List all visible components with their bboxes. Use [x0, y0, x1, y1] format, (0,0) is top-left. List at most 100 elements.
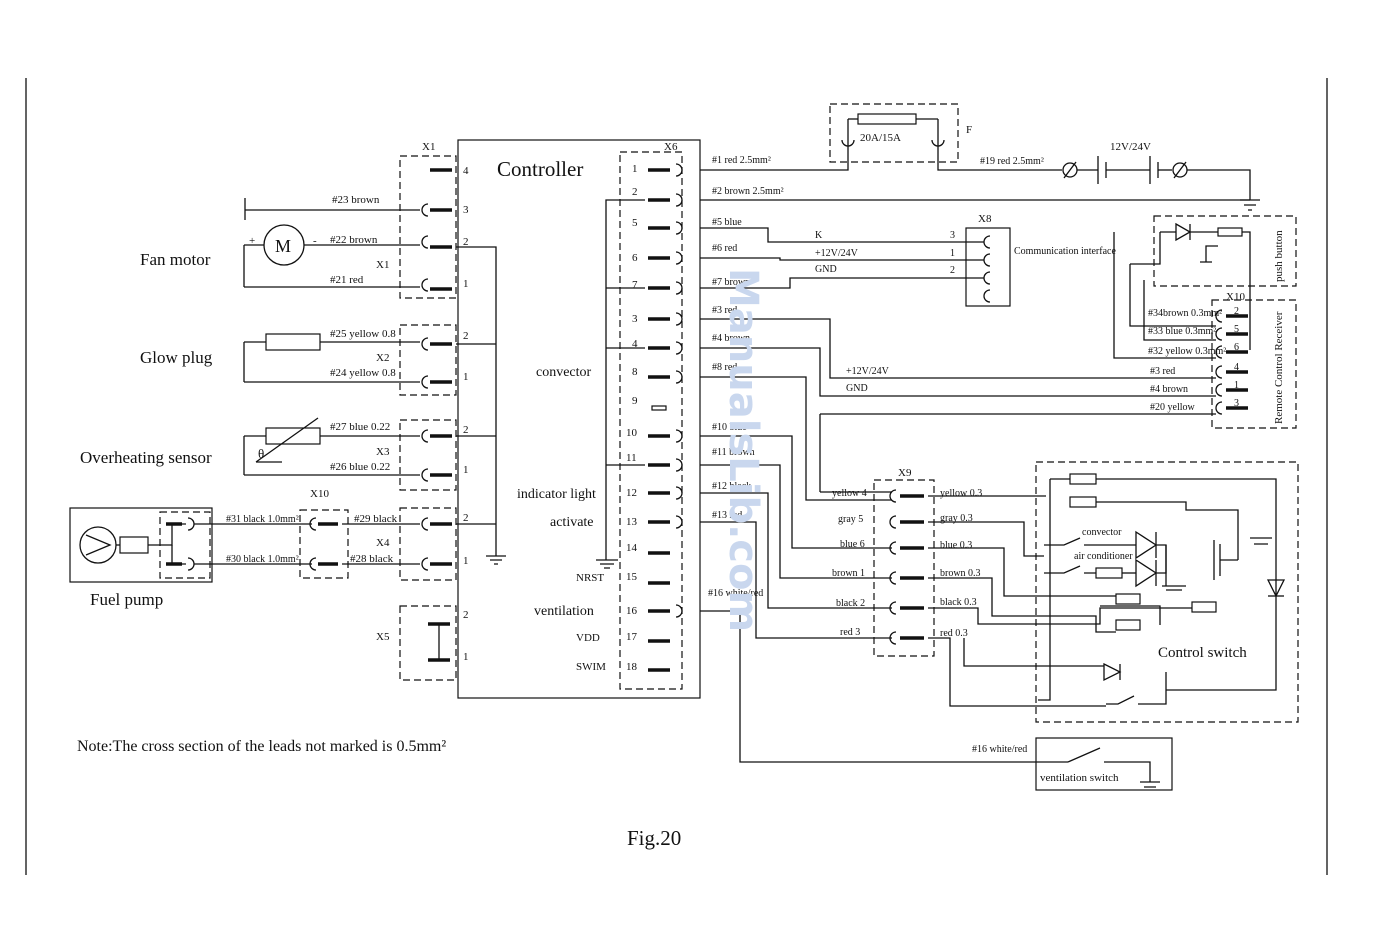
note-text: Note:The cross section of the leads not … [77, 738, 446, 755]
svg-text:+: + [249, 235, 255, 247]
pin-label: 2 [463, 512, 469, 524]
pin-row: 15 [626, 571, 670, 585]
wire-label: #7 brown [712, 277, 750, 288]
svg-text:13: 13 [626, 516, 638, 528]
svg-text:gray 0.3: gray 0.3 [940, 513, 973, 524]
pin-row: 2 [632, 186, 683, 207]
nrst-label: NRST [576, 572, 604, 584]
x1-label: X1 [422, 141, 435, 153]
pin-label: 2 [463, 236, 469, 248]
svg-text:5: 5 [1234, 324, 1239, 335]
pin-row: 9 [632, 395, 667, 411]
control-switch-title: Control switch [1158, 645, 1247, 661]
wire-label: #34brown 0.3mm² [1148, 308, 1222, 319]
internal-wire [605, 199, 645, 560]
svg-text:15: 15 [626, 571, 638, 583]
svg-text:red 0.3: red 0.3 [940, 628, 968, 639]
pin-row: 8 [632, 366, 683, 384]
pin-label: 1 [463, 278, 469, 290]
fuel-pump: Fuel pump X10 #31 black 1.0mm² #30 black… [69, 488, 420, 609]
fan-motor: #23 brown M + - #22 brown #21 red Fan mo… [140, 194, 420, 288]
pin-row: 3 [632, 312, 683, 326]
push-button-block: push button [1130, 215, 1297, 350]
ground-symbol [486, 555, 506, 565]
wire-label: #21 red [330, 274, 364, 286]
overheating-sensor: θ #27 blue 0.22 #26 blue 0.22 Overheatin… [80, 417, 420, 476]
receiver-title: Remote Control Receiver [1273, 311, 1285, 424]
pin-row: 18 [626, 661, 670, 673]
wire-label: +12V/24V [815, 248, 859, 259]
svg-text:2: 2 [632, 186, 638, 198]
svg-text:1: 1 [950, 248, 955, 259]
svg-text:red 3: red 3 [840, 627, 860, 638]
wire-20 [819, 413, 1216, 492]
f-label: F [966, 124, 972, 136]
wire-3 [700, 318, 1216, 379]
svg-text:12: 12 [626, 487, 637, 499]
wire-label: #6 red [712, 243, 737, 254]
indicator-light-label: indicator light [517, 487, 596, 502]
x8-label: X8 [978, 213, 992, 225]
overheating-sensor-label: Overheating sensor [80, 448, 212, 467]
wire-label: #22 brown [330, 234, 378, 246]
svg-text:14: 14 [626, 542, 638, 554]
motor-symbol: M [275, 236, 291, 256]
pin-row: 10 [626, 427, 683, 443]
wire-label: #10 blue [712, 422, 747, 433]
wire-label: #32 yellow 0.3mm² [1148, 346, 1226, 357]
pin-label: 1 [463, 371, 469, 383]
swim-label: SWIM [576, 661, 606, 673]
fuel-pump-label: Fuel pump [90, 590, 163, 609]
x6-label: X6 [664, 141, 678, 153]
svg-text:yellow 4: yellow 4 [832, 488, 867, 499]
svg-text:17: 17 [626, 631, 638, 643]
svg-text:6: 6 [1234, 342, 1239, 353]
watermark: ManualsLib.com [720, 268, 766, 632]
svg-text:5: 5 [632, 217, 638, 229]
theta-symbol: θ [258, 446, 264, 461]
svg-text:-: - [313, 235, 317, 247]
controller-pins: 1 2 5 6 7 3 4 8 [626, 163, 683, 673]
wire-label: #23 brown [332, 194, 380, 206]
svg-text:yellow 0.3: yellow 0.3 [940, 488, 982, 499]
pin-label: 3 [463, 204, 469, 216]
x10-right-label: X10 [1226, 291, 1245, 303]
svg-text:black 2: black 2 [836, 598, 865, 609]
wire-label: #11 brown [712, 447, 755, 458]
x4-connector [399, 507, 457, 581]
wire-label: #31 black 1.0mm² [226, 514, 299, 525]
fuse-rating: 20A/15A [860, 132, 901, 144]
x3-label: X3 [376, 446, 390, 458]
glow-plug-label: Glow plug [140, 348, 213, 367]
svg-text:18: 18 [626, 661, 638, 673]
svg-text:blue 0.3: blue 0.3 [940, 540, 972, 551]
wire-10 [700, 435, 892, 549]
pin-row: 13 [626, 515, 683, 529]
svg-text:2: 2 [1234, 306, 1239, 317]
x9-label: X9 [898, 467, 912, 479]
ground-symbol [596, 559, 618, 569]
pin-label: 4 [463, 165, 469, 177]
wire-13 [700, 521, 892, 639]
x10-left-label: X10 [310, 488, 329, 500]
wire-label: #3 red [712, 305, 737, 316]
convector-label: convector [536, 365, 592, 380]
x5-label: X5 [376, 631, 390, 643]
wire-label: #19 red 2.5mm² [980, 156, 1044, 167]
wire-label: #28 black [350, 553, 394, 565]
wire-label: #30 black 1.0mm² [226, 554, 299, 565]
ventilation-label: ventilation [534, 604, 594, 619]
wire-label: GND [846, 383, 868, 394]
wire-label: #29 black [354, 513, 398, 525]
wire-label: GND [815, 264, 837, 275]
svg-text:2: 2 [950, 265, 955, 276]
pin-row: 6 [632, 251, 683, 265]
pin-row: 14 [626, 542, 670, 555]
wire-12 [700, 492, 892, 609]
pin-row: 16 [626, 604, 683, 618]
svg-text:4: 4 [1234, 362, 1239, 373]
wire-label: #4 brown [712, 333, 750, 344]
svg-text:black 0.3: black 0.3 [940, 597, 977, 608]
wire-label: #16 white/red [708, 588, 763, 599]
ventilation-switch-label: ventilation switch [1040, 772, 1119, 784]
